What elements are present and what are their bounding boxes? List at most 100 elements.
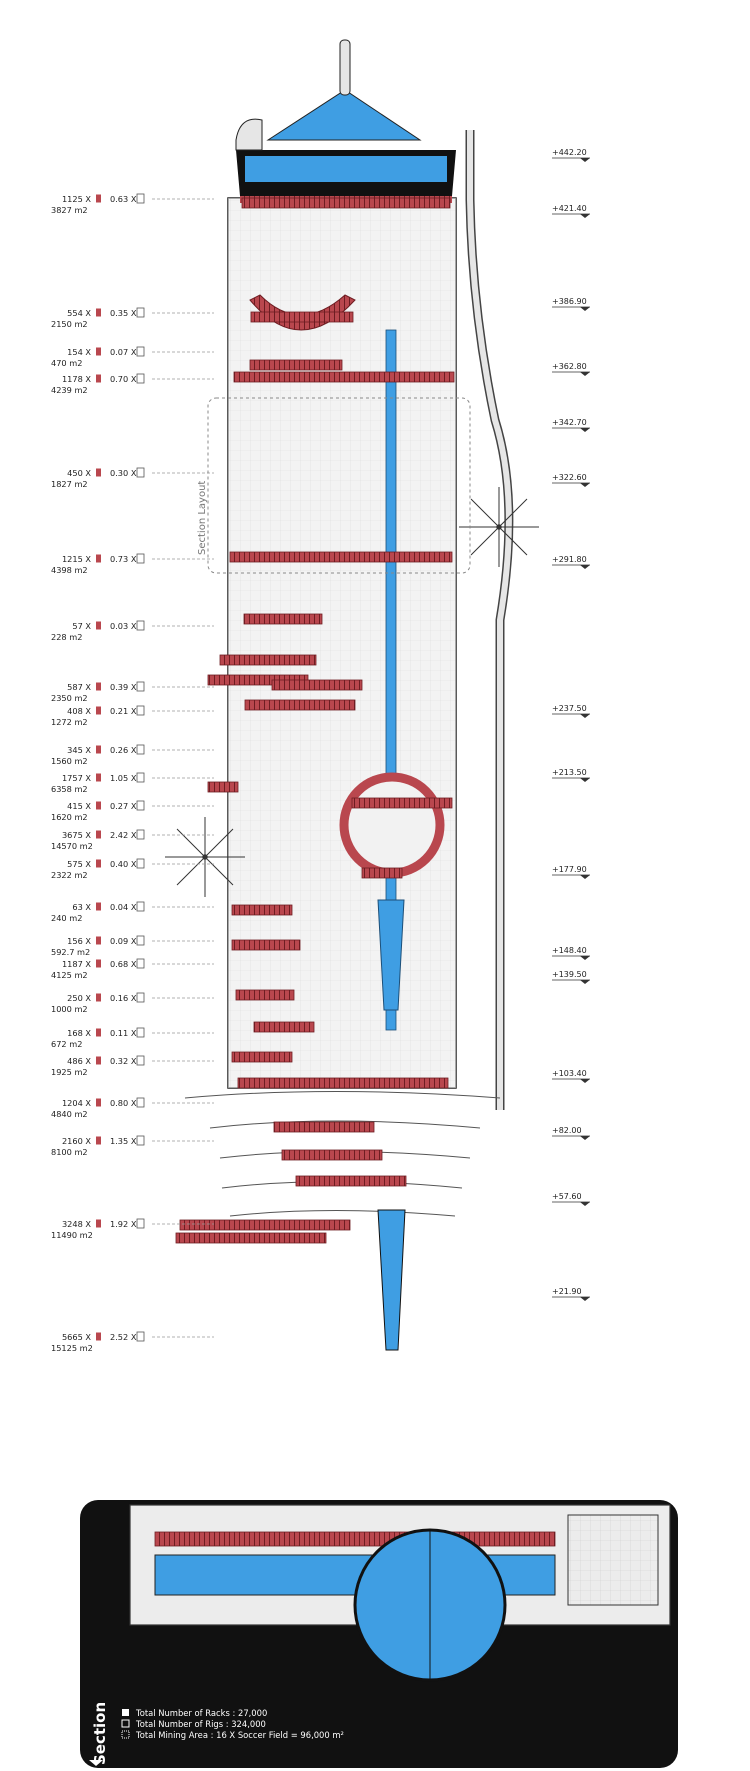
elevation-marker: +421.40 — [552, 204, 590, 218]
rig-icon — [136, 858, 145, 869]
rack-area: 2322 m2 — [51, 870, 88, 880]
rack-icon — [96, 1332, 101, 1341]
rack-count: 450 X — [67, 468, 91, 478]
section-layout-label: Section Layout — [197, 481, 208, 555]
elevation-label: +442.20 — [552, 148, 587, 157]
rig-icon — [136, 1027, 145, 1038]
rack-count: 3248 X — [62, 1219, 91, 1229]
lower-conical-shaft — [377, 1209, 406, 1351]
total-racks: Total Number of Racks : 27,000 — [135, 1708, 267, 1718]
rack-count: 5665 X — [62, 1332, 91, 1342]
elevation-label: +82.00 — [552, 1126, 582, 1135]
rack-icon — [96, 1219, 101, 1228]
rack-bar — [361, 867, 403, 879]
rack-ratio: 0.16 X — [110, 993, 137, 1003]
rack-icon — [96, 682, 101, 691]
rack-area: 4239 m2 — [51, 385, 88, 395]
elevation-label: +213.50 — [552, 768, 587, 777]
rig-icon — [136, 744, 145, 755]
left-fan-tree — [165, 817, 245, 897]
rack-count: 587 X — [67, 682, 91, 692]
rack-bar — [273, 1121, 375, 1133]
rack-ratio: 0.39 X — [110, 682, 137, 692]
elevation-marker: +237.50 — [552, 704, 590, 718]
rack-count: 3675 X — [62, 830, 91, 840]
basement-rack-row — [154, 1531, 556, 1547]
rack-icon — [96, 308, 101, 317]
rack-icon — [96, 993, 101, 1002]
rack-count: 1215 X — [62, 554, 91, 564]
rack-area: 470 m2 — [51, 358, 82, 368]
roof — [235, 39, 456, 203]
elevation-label: +237.50 — [552, 704, 587, 713]
rack-count: 2160 X — [62, 1136, 91, 1146]
triangle-arrow-icon — [580, 956, 590, 960]
rack-count: 156 X — [67, 936, 91, 946]
rack-area: 1272 m2 — [51, 717, 88, 727]
section-title: Section — [91, 1702, 109, 1765]
elevation-marker: +322.60 — [552, 473, 590, 487]
elevation-label: +139.50 — [552, 970, 587, 979]
rack-count: 63 X — [72, 902, 91, 912]
section-layout-box — [207, 397, 471, 574]
triangle-arrow-icon — [580, 875, 590, 879]
rack-icon — [96, 706, 101, 715]
elevation-marker: +386.90 — [552, 297, 590, 311]
rack-icon — [96, 936, 101, 945]
rack-icon — [96, 859, 101, 868]
rack-bar — [231, 904, 293, 916]
rack-ratio: 0.80 X — [110, 1098, 137, 1108]
triangle-arrow-icon — [580, 714, 590, 718]
rack-icon — [122, 1709, 129, 1716]
rack-area: 672 m2 — [51, 1039, 82, 1049]
rig-icon — [136, 1331, 145, 1342]
rig-icon — [136, 373, 145, 384]
rig-icon — [136, 992, 145, 1003]
rack-count: 1125 X — [62, 194, 91, 204]
elevation-marker: +139.50 — [552, 970, 590, 984]
rack-area: 6358 m2 — [51, 784, 88, 794]
rack-icon — [96, 468, 101, 477]
elevation-marker: +57.60 — [552, 1192, 590, 1206]
rig-icon — [136, 1135, 145, 1146]
elevation-label: +148.40 — [552, 946, 587, 955]
rack-bar — [351, 797, 453, 809]
rack-count: 1187 X — [62, 959, 91, 969]
rack-area: 1560 m2 — [51, 756, 88, 766]
rack-count: 486 X — [67, 1056, 91, 1066]
rack-icon — [96, 554, 101, 563]
rack-count: 1204 X — [62, 1098, 91, 1108]
rig-icon — [136, 620, 145, 631]
rack-icon — [96, 1028, 101, 1037]
rig-icon — [136, 1218, 145, 1229]
rack-area: 3827 m2 — [51, 205, 88, 215]
elevation-label: +291.80 — [552, 555, 587, 564]
rack-ratio: 0.32 X — [110, 1056, 137, 1066]
triangle-arrow-icon — [580, 1297, 590, 1301]
rack-bar — [229, 551, 453, 563]
rack-bar — [179, 1219, 351, 1231]
rack-icon — [96, 745, 101, 754]
rack-bar — [243, 613, 323, 625]
rack-ratio: 0.40 X — [110, 859, 137, 869]
triangle-arrow-icon — [89, 1760, 103, 1766]
rig-icon — [136, 705, 145, 716]
elevation-marker: +291.80 — [552, 555, 590, 569]
rack-icon — [96, 1056, 101, 1065]
triangle-arrow-icon — [580, 1202, 590, 1206]
rack-area: 2350 m2 — [51, 693, 88, 703]
rig-icon — [136, 307, 145, 318]
elevation-marker: +213.50 — [552, 768, 590, 782]
